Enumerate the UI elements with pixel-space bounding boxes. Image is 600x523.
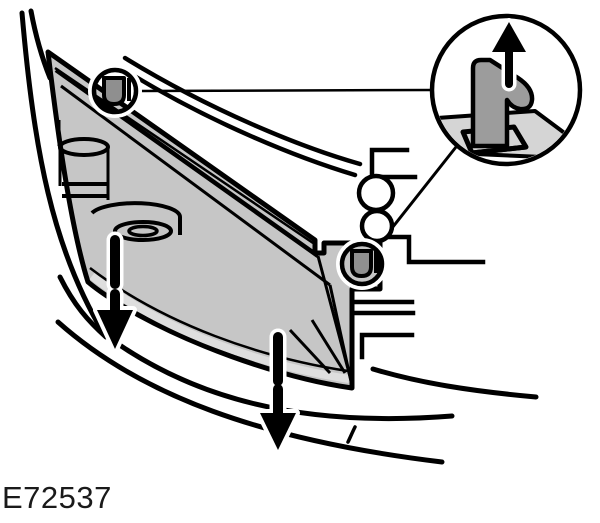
bulb-socket-lower	[90, 201, 182, 242]
bumper-opening-curve-1	[122, 55, 363, 167]
alignment-hole-lower	[359, 208, 395, 244]
bumper-cut-tick	[346, 425, 357, 444]
bumper-right-arc	[370, 366, 539, 400]
bulb-holder-ellipse	[113, 220, 173, 242]
bumper-lower-arc	[55, 319, 445, 465]
figure-label: E72537	[2, 480, 112, 515]
up-arrow-icon	[488, 18, 530, 92]
upper-bracket	[369, 147, 418, 180]
alignment-hole-upper	[356, 173, 396, 213]
clip-icon	[350, 249, 373, 278]
panel-ridge-line-2	[60, 84, 331, 287]
alignment-holes	[356, 173, 396, 244]
clip-ring	[91, 67, 139, 115]
down-arrow-icon-right	[256, 328, 300, 454]
bulb-socket-upper	[57, 120, 110, 200]
callout-detail	[429, 13, 583, 167]
bulb-holder-inner-ellipse	[127, 224, 159, 238]
fender-lower-crease	[57, 274, 109, 340]
mid-bracket	[382, 234, 486, 265]
socket-rib-lines	[62, 182, 107, 198]
bumper-upper-arc	[101, 331, 455, 422]
removal-arrows	[93, 231, 300, 454]
clip-icon	[102, 76, 126, 106]
vehicle-body-outline	[19, 8, 539, 465]
clip-halo	[336, 238, 388, 290]
panel-tip-hatching	[288, 255, 354, 387]
clip-halo	[88, 64, 142, 118]
fender-inner-line	[28, 8, 53, 81]
retaining-clip-bottom	[336, 238, 388, 290]
clip-tab	[470, 57, 535, 149]
fender-outer-line	[19, 10, 107, 337]
clip-ring	[339, 241, 385, 287]
panel-ridge-line-1	[54, 68, 320, 258]
retaining-clip-top	[88, 64, 142, 118]
socket-recess-arc	[90, 201, 182, 235]
leader-line-top-clip	[138, 88, 435, 93]
lower-step-line-3	[359, 332, 415, 360]
down-arrow-icon-left	[93, 231, 137, 353]
slot-front-edge	[471, 144, 527, 156]
